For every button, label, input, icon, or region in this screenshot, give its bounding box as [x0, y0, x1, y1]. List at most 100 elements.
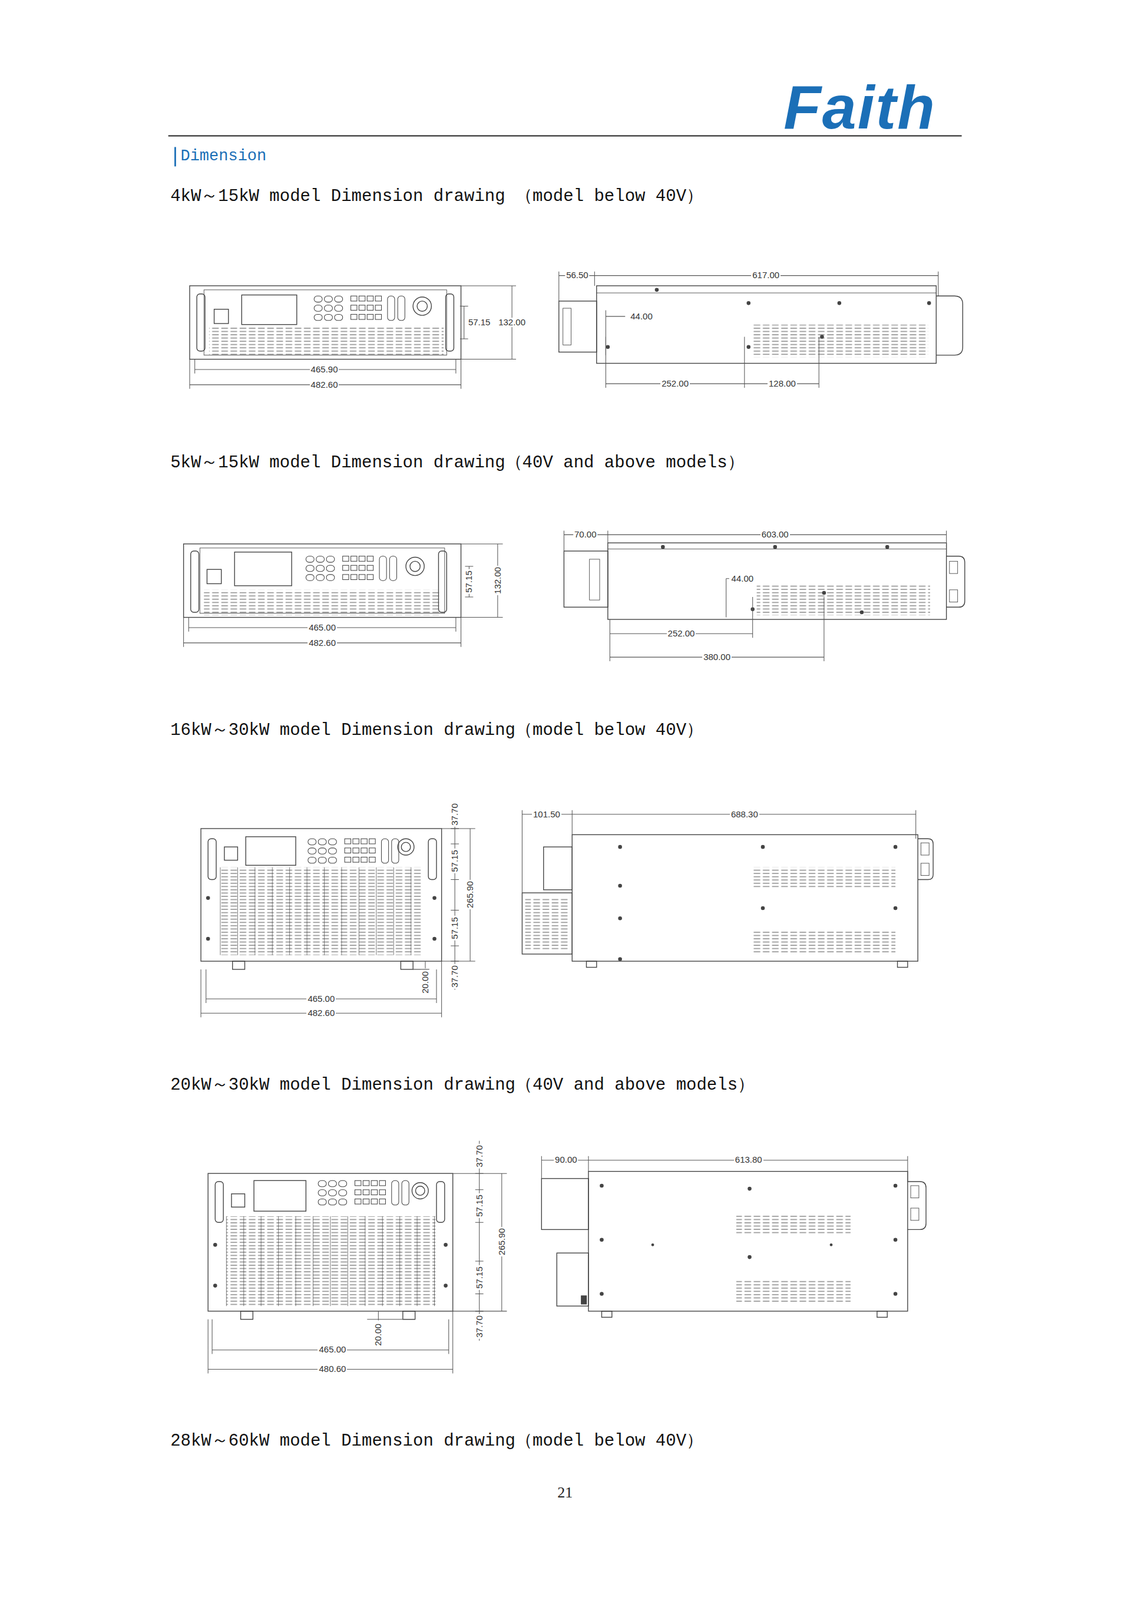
- section-heading: 28kW～60kW model Dimension drawing（model …: [170, 1431, 704, 1451]
- page-title: Dimension: [180, 147, 267, 164]
- drawing-part: [305, 556, 397, 581]
- drawing-part: [596, 285, 937, 364]
- drawing-part: [245, 836, 296, 865]
- drawing-part: [232, 960, 246, 970]
- page-number: 21: [557, 1484, 573, 1500]
- drawing-part: [411, 1182, 429, 1199]
- front-view: [200, 828, 442, 970]
- drawing-part: [405, 556, 425, 575]
- drawing-part: [949, 589, 958, 603]
- drawing-part: [417, 301, 428, 312]
- drawing-part: [452, 1172, 508, 1311]
- brand-logo: Faith: [783, 76, 936, 138]
- dimension-value: 101.50: [531, 809, 562, 819]
- drawing-part: [588, 1171, 908, 1311]
- dimension-value: 482.60: [306, 1007, 336, 1018]
- dimension-lines: [541, 1155, 908, 1182]
- drawing-part: [213, 1242, 217, 1246]
- drawing-part: [445, 293, 455, 352]
- dimension-value: 37.70: [450, 801, 460, 827]
- drawing-part: [605, 336, 819, 388]
- drawing-part: [559, 271, 939, 302]
- drawing-part: [432, 895, 436, 899]
- drawing-part: [936, 295, 963, 355]
- drawing-part: [822, 590, 826, 594]
- dimension-value: 265.90: [497, 1226, 507, 1256]
- drawing-part: [207, 1172, 453, 1311]
- dimension-value: 132.00: [497, 317, 527, 327]
- dimension-value: 57.15: [450, 848, 460, 873]
- drawing-part: [752, 867, 896, 888]
- dimension-value: 37.70: [450, 963, 460, 989]
- drawing-part: [213, 1283, 217, 1287]
- drawing-part: [589, 559, 600, 600]
- drawing-part: [397, 838, 415, 855]
- drawing-part: [220, 867, 422, 955]
- drawing-part: [308, 838, 399, 863]
- side-view: [541, 1171, 927, 1318]
- drawing-part: [207, 1310, 453, 1374]
- drawing-part: [226, 1215, 436, 1306]
- drawing-part: [190, 550, 200, 613]
- drawing-part: [200, 960, 442, 1017]
- drawing-part: [761, 845, 765, 849]
- drawing-part: [746, 345, 750, 349]
- drawing-part: [313, 295, 405, 321]
- drawing-part: [401, 841, 411, 852]
- drawing-part: [183, 543, 462, 618]
- drawing-part: [241, 295, 297, 325]
- drawing-part: [436, 1181, 445, 1222]
- drawing-part: [203, 289, 447, 356]
- drawing-part: [601, 1310, 612, 1317]
- front-view: [189, 285, 462, 360]
- dimension-value: 20.00: [420, 969, 431, 995]
- drawing-part: [606, 345, 610, 349]
- drawing-part: [752, 930, 896, 953]
- dimension-value: 380.00: [702, 652, 732, 662]
- drawing-part: [428, 838, 437, 879]
- drawing-part: [748, 1255, 752, 1259]
- drawing-part: [829, 1243, 832, 1246]
- dimension-value: 57.15: [474, 1264, 485, 1290]
- dimension-value: 128.00: [767, 378, 798, 389]
- drawing-part: [521, 892, 572, 954]
- drawing-part: [910, 1185, 919, 1198]
- section-heading: 16kW～30kW model Dimension drawing（model …: [170, 721, 704, 740]
- drawing-part: [746, 301, 750, 305]
- drawing-part: [412, 960, 430, 970]
- drawing-part: [618, 916, 622, 920]
- drawing-part: [318, 1179, 409, 1205]
- drawing-part: [607, 542, 947, 620]
- dimension-value: 465.00: [306, 993, 336, 1004]
- dimension-value: 252.00: [666, 628, 697, 638]
- drawing-part: [226, 1215, 435, 1306]
- drawing-part: [220, 867, 412, 955]
- drawing-part: [651, 1243, 654, 1246]
- dimension-value: 465.90: [309, 364, 340, 375]
- dimension-lines: [183, 543, 504, 647]
- drawing-part: [415, 1185, 426, 1196]
- drawing-part: [214, 309, 229, 324]
- drawing-part: [525, 896, 570, 950]
- drawing-part: [409, 560, 421, 571]
- drawing-part: [450, 805, 459, 990]
- dimension-value: 613.80: [733, 1155, 764, 1165]
- drawing-part: [726, 578, 730, 618]
- drawing-part: [600, 1183, 604, 1187]
- page-header: [168, 135, 962, 167]
- dimension-value: 20.00: [373, 1321, 383, 1347]
- drawing-part: [200, 828, 442, 961]
- drawing-part: [609, 596, 825, 661]
- drawing-part: [240, 1310, 254, 1319]
- drawing-part: [893, 1237, 897, 1241]
- drawing-part: [655, 288, 658, 291]
- drawing-part: [174, 146, 177, 167]
- drawing-part: [209, 326, 444, 355]
- dimension-value: 57.15: [450, 915, 460, 941]
- drawing-part: [231, 1193, 246, 1207]
- drawing-part: [605, 309, 625, 355]
- drawing-part: [600, 1237, 604, 1241]
- dimension-lines: [207, 1140, 507, 1374]
